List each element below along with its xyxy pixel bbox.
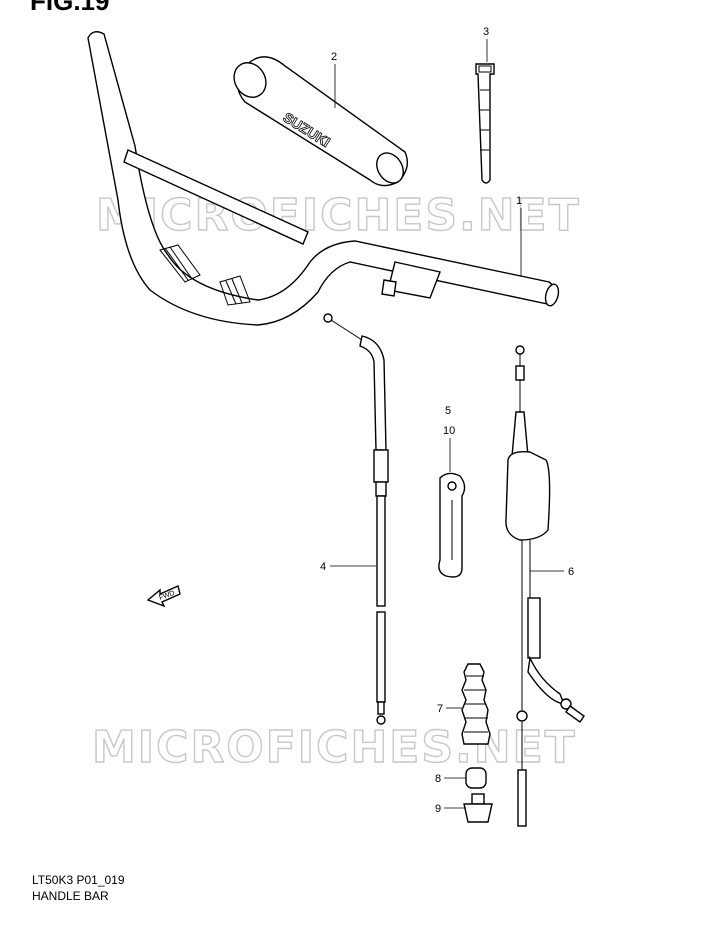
callout-7: 7: [437, 703, 443, 715]
watermark-top: MICROFICHES.NET: [96, 190, 581, 241]
callout-10: 10: [443, 425, 455, 437]
brake-cable-part: [323, 313, 389, 725]
callout-5: 5: [445, 405, 451, 417]
forward-arrow-icon: FWD: [146, 585, 181, 608]
figure-title: FIG.19: [30, 0, 110, 16]
figure-caption: HANDLE BAR: [32, 889, 109, 903]
callout-8: 8: [435, 773, 441, 785]
handlebar-pad-part: SUZUKI: [233, 56, 408, 187]
callout-4: 4: [320, 561, 326, 573]
model-code: LT50K3 P01_019: [32, 873, 125, 887]
callout-1: 1: [516, 195, 522, 207]
callouts: 1 2 3 4 5 10 6 7 8 9: [320, 26, 574, 815]
cap-part: [465, 767, 487, 789]
adjuster-part: [463, 793, 493, 823]
callout-2: 2: [331, 51, 337, 63]
callout-6: 6: [568, 566, 574, 578]
callout-9: 9: [435, 803, 441, 815]
throttle-cable-part: [505, 345, 585, 827]
callout-3: 3: [483, 26, 489, 38]
watermark-bottom: MICROFICHES.NET: [92, 722, 577, 773]
figure-footer: LT50K3 P01_019 HANDLE BAR: [32, 872, 125, 904]
handlebar-part: [87, 31, 560, 326]
cable-tie-part: [475, 63, 495, 184]
boot-part: [461, 663, 491, 745]
holder-part: [438, 472, 466, 578]
